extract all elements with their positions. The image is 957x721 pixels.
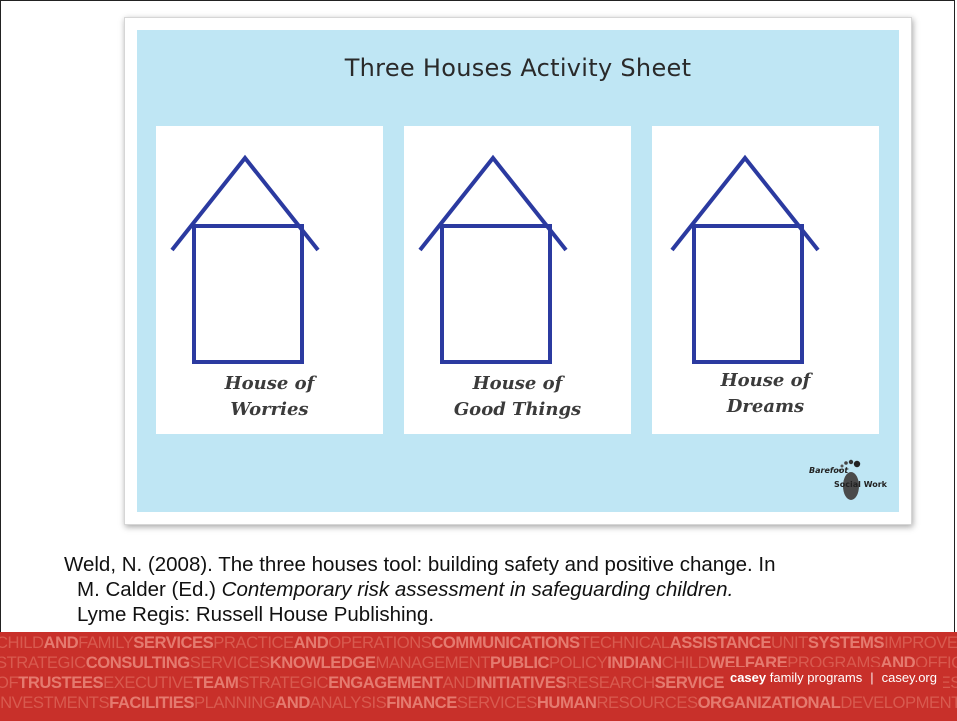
house-label-line2: Good Things — [453, 399, 582, 420]
barefoot-social-work-logo: Barefoot Social Work — [807, 446, 889, 506]
footer-pattern-row: CHILDANDFAMILYSERVICESPRACTICEANDOPERATI… — [0, 634, 957, 651]
footer-pattern-word: POLICY — [549, 653, 608, 672]
footer-pattern-word: STRATEGIC — [0, 653, 86, 672]
footer-pattern-word: AND — [275, 693, 310, 712]
citation-line: Lyme Regis: Russell House Publishing. — [77, 603, 435, 626]
footer-pattern-word: PUBLIC — [489, 653, 550, 672]
house-label-line1: House of — [720, 370, 811, 391]
footer-pattern-word: FINANCE — [386, 693, 457, 712]
footer-pattern-word: TRUSTEES — [18, 673, 104, 692]
citation-book-title: Contemporary risk assessment in safeguar… — [221, 578, 734, 601]
footer-pattern-row: STRATEGICCONSULTINGSERVICESKNOWLEDGEMANA… — [0, 654, 957, 671]
footer-pattern-word: PROGRAMS — [787, 653, 881, 672]
footer-pattern-word: KNOWLEDGE — [269, 653, 376, 672]
footer-pattern-word: MANAGEMENT — [375, 653, 490, 672]
footer-pattern-word: CHILD — [661, 653, 710, 672]
footer-pattern-word: TECHNICAL — [579, 633, 671, 652]
house-label-line1: House of — [472, 373, 563, 394]
footer-pattern-word: OFFICES — [915, 653, 957, 672]
footer-pattern-row: INVESTMENTSFACILITIESPLANNINGANDANALYSIS… — [0, 694, 957, 711]
footer-pattern-word: UNIT — [770, 633, 808, 652]
citation-editor: M. Calder (Ed.) — [77, 578, 222, 601]
footer-pattern-word: SERVICES — [133, 633, 214, 652]
footer-pattern-word: FACILITIES — [109, 693, 194, 712]
footer-pattern-word: WELFARE — [709, 653, 788, 672]
logo-text: Barefoot — [809, 466, 849, 475]
activity-sheet-image: Three Houses Activity Sheet House of Wor… — [124, 17, 912, 525]
footer-pattern-word: AND — [880, 653, 916, 672]
footer-pattern-word: STRATEGIC — [238, 673, 329, 692]
footer-pattern-word: AND — [442, 673, 477, 692]
footer-pattern-word: IMPROVEMENT — [884, 633, 957, 652]
footer-pattern-word: FAMILY — [78, 633, 134, 652]
house-drawing — [170, 154, 320, 364]
footprint-icon — [838, 459, 861, 500]
footer-pattern-word: HUMAN — [536, 693, 597, 712]
brand-separator: | — [870, 670, 874, 685]
brand-name-rest: family programs — [766, 670, 863, 685]
footer-pattern-word: EXECUTIVE — [103, 673, 194, 692]
footer-pattern-word: SERVICES — [456, 693, 538, 712]
footer-pattern-word: SYSTEMS — [807, 633, 885, 652]
citation-line: Weld, N. (2008). The three houses tool: … — [64, 553, 776, 576]
footer-pattern-word: OF — [0, 673, 19, 692]
house-panel-dreams: House of Dreams — [652, 126, 879, 434]
footer-pattern-word: ASSISTANCE — [669, 633, 772, 652]
footer-pattern-row: OFTRUSTEESEXECUTIVETEAMSTRATEGICENGAGEME… — [0, 674, 957, 691]
footer-pattern-word: PRACTICE — [213, 633, 294, 652]
footer-pattern-word: TEAM — [193, 673, 239, 692]
casey-brand: casey family programs | casey.org — [723, 667, 943, 688]
brand-name-bold: casey — [729, 670, 767, 685]
footer-pattern-word: ENGAGEMENT — [328, 673, 443, 692]
footer-pattern-word: RESEARCH — [565, 673, 655, 692]
footer-pattern-word: ANALYSIS — [309, 693, 387, 712]
house-label: House of Worries — [156, 371, 383, 423]
footer-pattern-word: DEVELOPMENT — [840, 693, 957, 712]
sheet-title: Three Houses Activity Sheet — [344, 54, 692, 82]
footer-pattern-word: AND — [293, 633, 329, 652]
logo-text: Social Work — [834, 480, 887, 489]
citation-line: M. Calder (Ed.) Contemporary risk assess… — [64, 577, 924, 602]
footer-pattern-word: ORGANIZATIONAL — [697, 693, 841, 712]
footer-pattern-word: CHILD — [0, 633, 44, 652]
house-label: House of Good Things — [404, 371, 631, 423]
footer-pattern-word: INVESTMENTS — [0, 693, 110, 712]
footer-pattern-word: INITIATIVES — [476, 673, 566, 692]
house-drawing — [670, 154, 820, 364]
activity-sheet: Three Houses Activity Sheet House of Wor… — [137, 30, 899, 512]
footer-band: CHILDANDFAMILYSERVICESPRACTICEANDOPERATI… — [0, 632, 957, 721]
footer-pattern-word: PLANNING — [193, 693, 276, 712]
footer-pattern-word: SERVICES — [654, 673, 736, 692]
footer-pattern-word: INDIAN — [607, 653, 662, 672]
footer-pattern-word: CONSULTING — [85, 653, 190, 672]
house-label: House of Dreams — [652, 368, 879, 420]
footer-pattern-word: COMMUNICATIONS — [431, 633, 580, 652]
footer-pattern-word: SERVICES — [189, 653, 271, 672]
brand-site: casey.org — [881, 670, 937, 685]
house-drawing — [418, 154, 568, 364]
footer-pattern-word: AND — [43, 633, 79, 652]
house-label-line1: House of — [224, 373, 315, 394]
footer-pattern-word: OPERATIONS — [328, 633, 432, 652]
house-label-line2: Dreams — [726, 396, 805, 417]
house-panel-worries: House of Worries — [156, 126, 383, 434]
footer-pattern-word: RESOURCES — [596, 693, 698, 712]
house-panel-good-things: House of Good Things — [404, 126, 631, 434]
citation: Weld, N. (2008). The three houses tool: … — [64, 552, 924, 627]
house-label-line2: Worries — [230, 399, 309, 420]
